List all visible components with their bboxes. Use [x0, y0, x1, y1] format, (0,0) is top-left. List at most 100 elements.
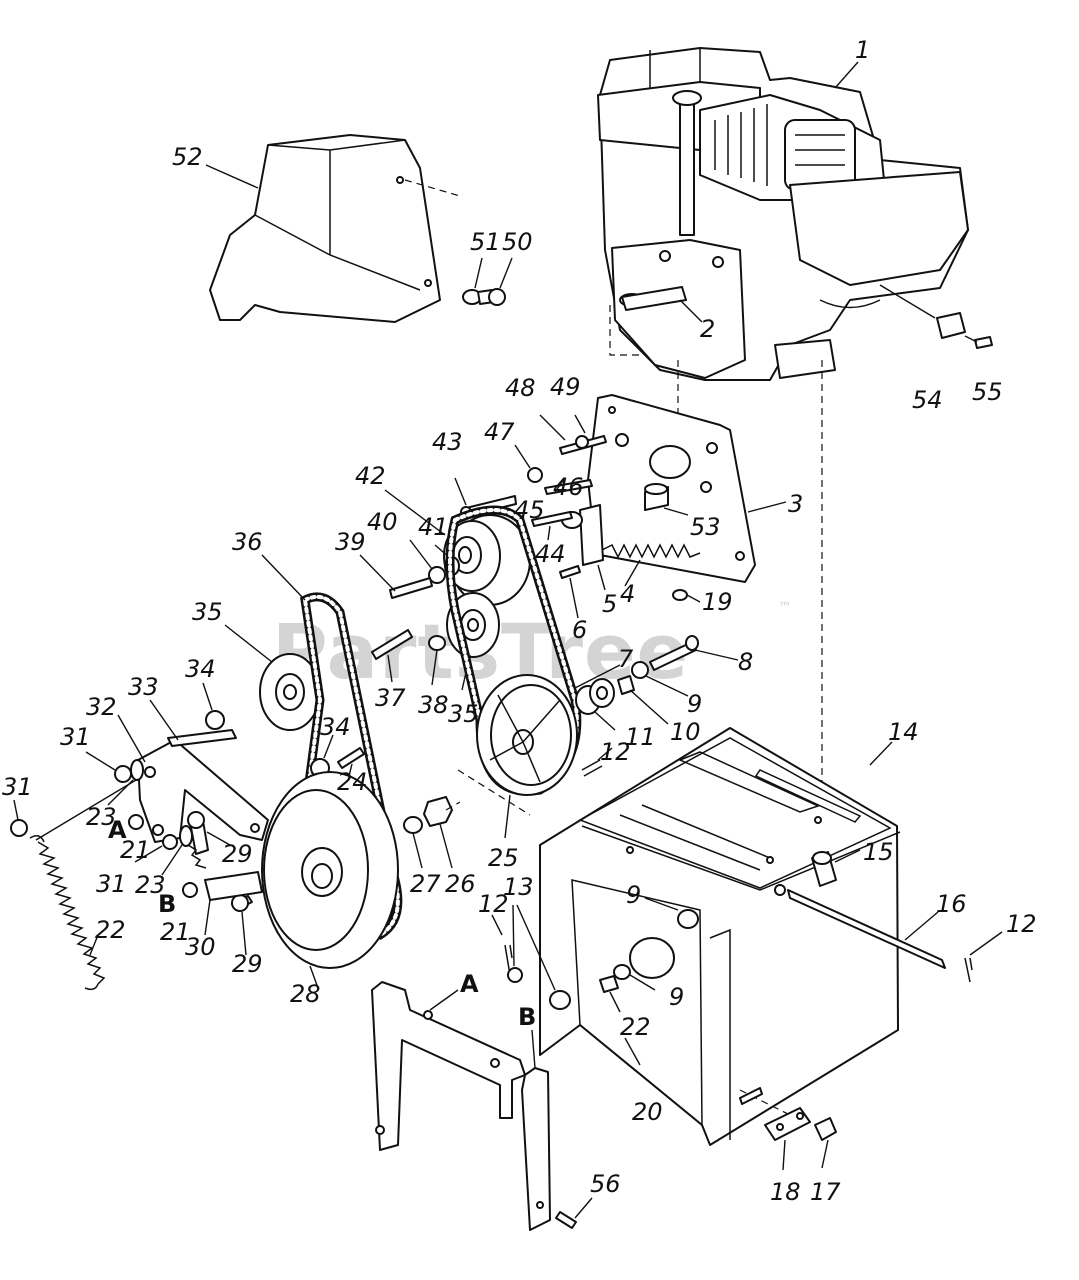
align-dash-cover	[404, 179, 461, 197]
part-31-nut-b	[10, 819, 28, 837]
leader-12c	[969, 931, 1003, 956]
leader-10	[629, 689, 669, 725]
callout-31c: 31	[96, 870, 127, 898]
leader-19	[686, 594, 701, 603]
callout-6: 6	[572, 616, 587, 644]
part-40-washer	[428, 566, 446, 584]
callout-52: 52	[172, 143, 203, 171]
bracket-hole-a	[144, 766, 156, 778]
callout-51: 51	[470, 228, 501, 256]
callout-44: 44	[535, 540, 566, 568]
part-37-bolt	[371, 629, 413, 660]
part-12-pin-c	[964, 957, 973, 983]
callout-55: 55	[972, 378, 1003, 406]
part-32-33-brackets	[137, 739, 269, 843]
bracket-hole-b	[152, 824, 164, 836]
leader-39	[359, 554, 396, 592]
leader-31b	[13, 799, 19, 821]
plate-hole-b	[796, 1112, 804, 1120]
callout-29b: 29	[232, 950, 263, 978]
callout-45: 45	[514, 496, 545, 524]
engine	[597, 47, 969, 381]
belt-cover	[209, 134, 441, 323]
callout-54: 54	[912, 386, 943, 414]
leader-34b	[323, 734, 334, 759]
callout-14: 14	[888, 718, 919, 746]
callout-23b: 23	[135, 871, 166, 899]
callout-32: 32	[86, 693, 117, 721]
callout-38: 38	[418, 691, 449, 719]
part-5-idler-arm	[579, 504, 604, 566]
leader-36	[261, 554, 306, 601]
callout-35b: 35	[448, 700, 479, 728]
callout-10: 10	[670, 718, 701, 746]
callout-5: 5	[602, 590, 617, 618]
part-34-bearing-a	[205, 710, 225, 730]
leader-34a	[202, 682, 213, 711]
part-6-bolt	[559, 565, 581, 579]
leader-6	[569, 577, 579, 619]
leader-53	[663, 507, 689, 516]
leader-15	[834, 849, 861, 863]
leader-28	[309, 965, 319, 989]
ref-letter-a-left: A	[108, 816, 127, 844]
leader-9b	[644, 897, 679, 911]
part-30-bracket	[204, 871, 263, 901]
leader-17	[821, 1139, 829, 1169]
part-13-washer-b	[549, 990, 571, 1010]
part-31-nut-a	[114, 765, 132, 783]
part-22-spring-hook-top	[29, 835, 45, 843]
part-25-pulley	[476, 674, 578, 796]
callout-9a: 9	[687, 690, 702, 718]
leader-42	[384, 489, 446, 536]
callout-18: 18	[770, 1178, 801, 1206]
leader-35a	[224, 624, 273, 663]
callout-13: 13	[503, 873, 534, 901]
leader-32	[117, 714, 146, 763]
leader-55	[964, 335, 978, 343]
leader-9a	[645, 675, 689, 697]
callout-21a: 21	[120, 836, 151, 864]
plate-hole-a	[776, 1123, 784, 1131]
part-9-washer-c	[613, 964, 631, 980]
leader-bracket-b	[531, 1029, 536, 1069]
callout-22b: 22	[620, 1013, 651, 1041]
ref-letter-b-left: B	[158, 890, 176, 918]
part-22-spring-hook-bottom	[84, 983, 99, 991]
bracket-b	[521, 1067, 551, 1231]
leader-13a	[512, 904, 515, 967]
leader-9c	[629, 974, 656, 991]
leader-52	[205, 164, 259, 189]
leader-23b	[161, 844, 183, 876]
part-33-arm	[167, 729, 237, 747]
callout-9b: 9	[626, 881, 641, 909]
leader-44	[547, 525, 551, 541]
callout-8: 8	[738, 648, 753, 676]
callout-56: 56	[590, 1170, 621, 1198]
leader-12b	[491, 914, 503, 936]
leader-47	[514, 444, 531, 469]
leader-49	[574, 414, 586, 434]
callout-22a: 22	[95, 916, 126, 944]
callout-27: 27	[410, 870, 441, 898]
leader-43	[454, 477, 467, 506]
part-19-nut	[672, 589, 688, 601]
leader-3	[747, 501, 787, 513]
frame-bearing-hole	[629, 937, 675, 979]
callout-36: 36	[232, 528, 263, 556]
callout-4: 4	[620, 580, 635, 608]
callout-7: 7	[618, 645, 634, 673]
bracket-a	[371, 981, 526, 1151]
part-21-washer-b	[182, 882, 198, 898]
callout-47: 47	[484, 418, 515, 446]
ref-letter-b-bracket: B	[518, 1003, 536, 1031]
callout-35a: 35	[192, 598, 223, 626]
part-55-screw	[974, 336, 993, 349]
callout-31a: 31	[60, 723, 91, 751]
leader-51	[474, 257, 483, 289]
leader-38	[431, 649, 438, 686]
align-dash-1	[609, 305, 640, 356]
align-dash-18	[739, 1089, 791, 1116]
